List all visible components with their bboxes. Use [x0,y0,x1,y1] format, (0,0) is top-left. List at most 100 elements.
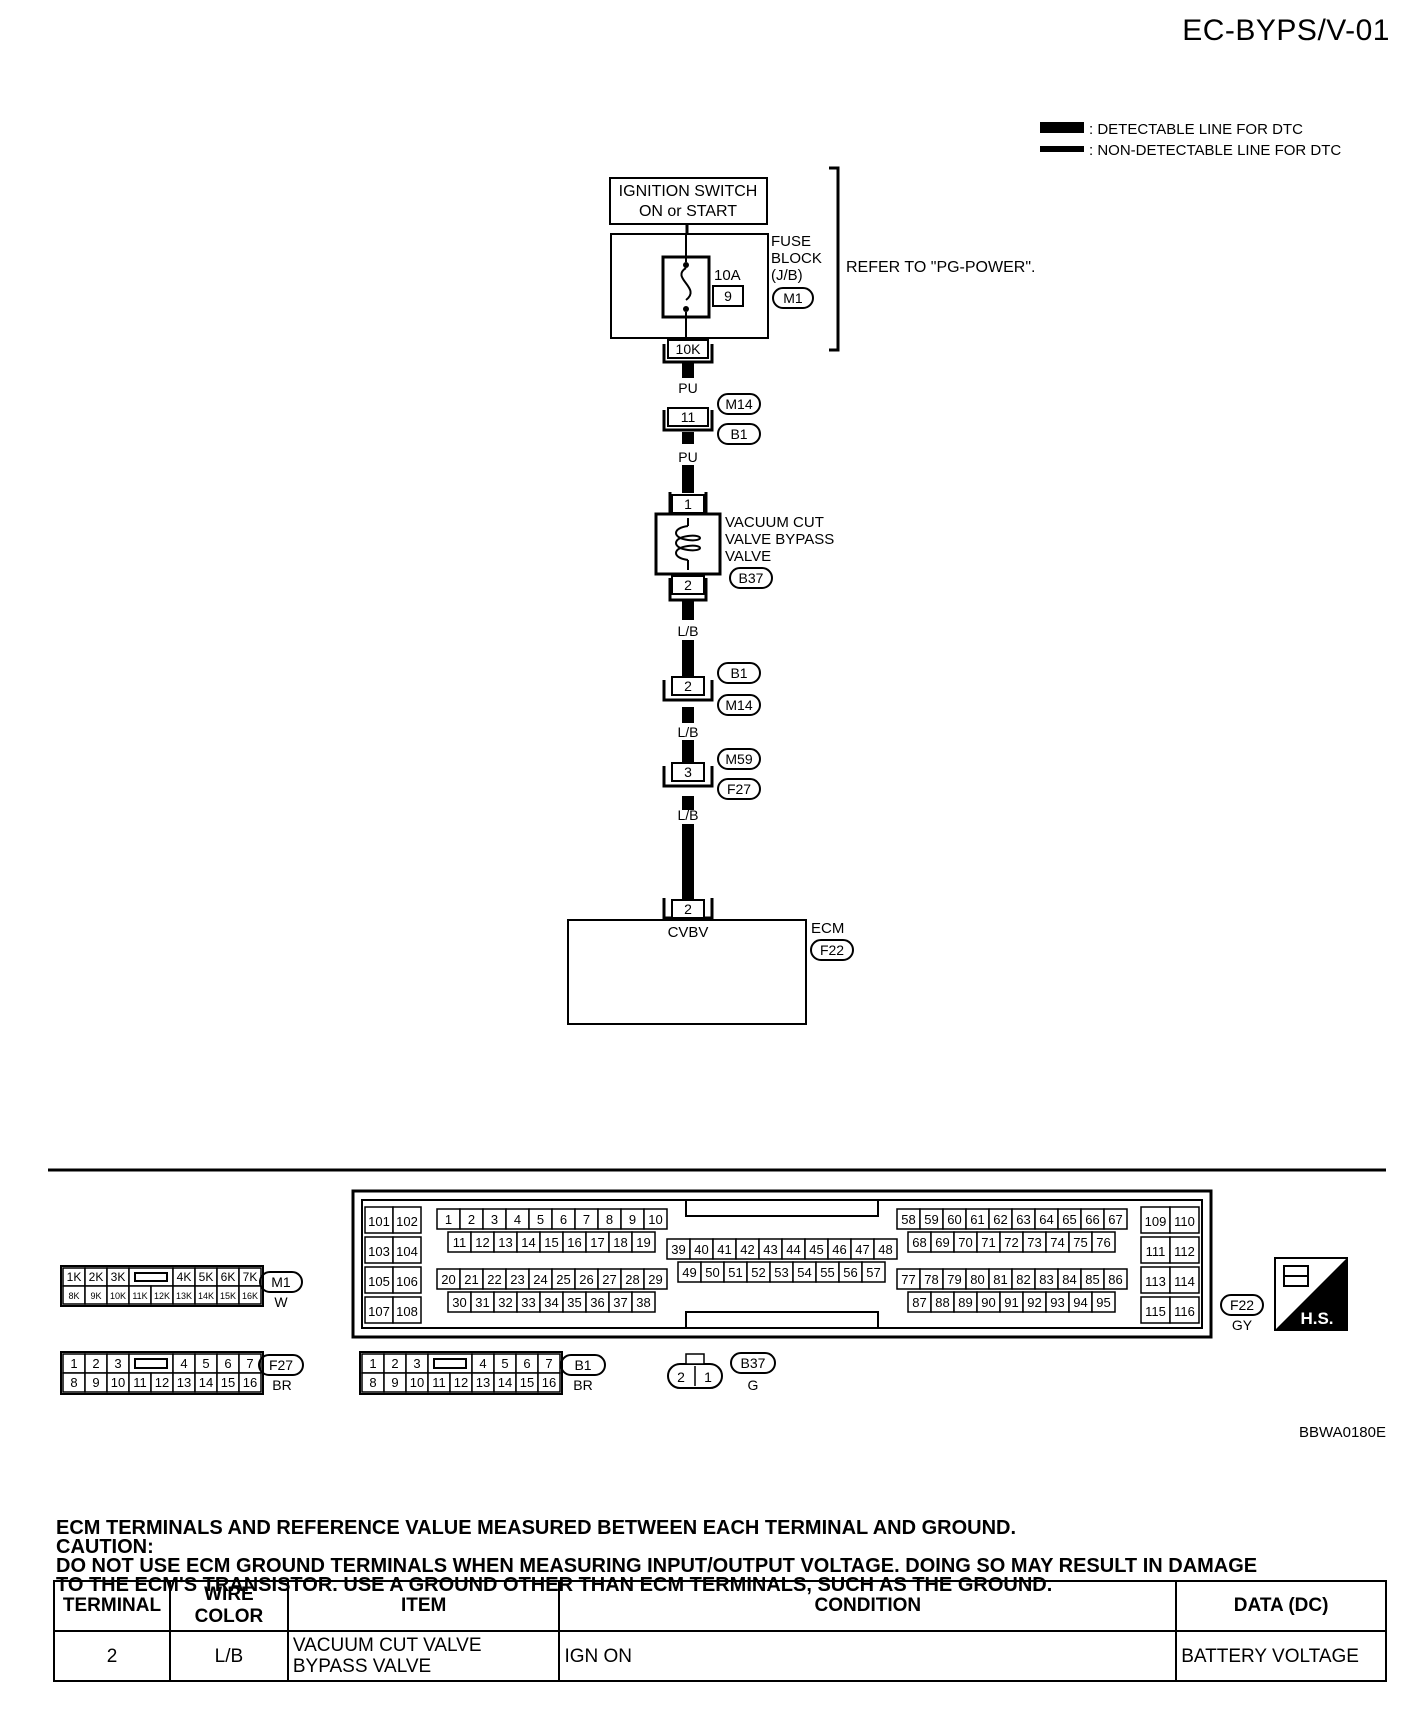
pin-label: 16 [567,1235,581,1250]
pin-cell [1091,1291,1116,1313]
pin-cell [238,1285,262,1305]
vacuum-cut-valve-bypass-valve: 1 2 VACUUM CUT VALVE BYPASS VALVE B37 [654,492,834,602]
connector-tag-b37-face [730,1352,776,1374]
pin-label: 103 [368,1244,390,1259]
connector-tag-m14-text: M14 [725,396,752,412]
pin-label: 108 [396,1304,418,1319]
connector-tag-m14-lower-text: M14 [725,697,752,713]
pin-label: 10K [110,1291,126,1301]
pin-label: 80 [970,1272,984,1287]
cell-item-line2: BYPASS VALVE [292,1656,432,1677]
pin-label: 5 [537,1212,544,1227]
pin-label: 89 [958,1295,972,1310]
connector-tag-f27-text: F27 [727,781,751,797]
pin-label: 5K [199,1270,214,1284]
pin-cell [238,1372,262,1393]
connector-tag-m1-face-text: M1 [271,1274,291,1290]
pin-label: 32 [498,1295,512,1310]
pin-label: 6 [224,1356,231,1371]
pin-label: 15K [220,1291,236,1301]
pin-label: 70 [958,1235,972,1250]
pin-label: 116 [1174,1304,1195,1319]
pin-label: 88 [935,1295,949,1310]
pin-label: 47 [855,1242,869,1257]
pin-label: 42 [740,1242,754,1257]
pin-label: 2 [92,1356,99,1371]
ecm-label: ECM [811,920,844,937]
pin-label: 33 [521,1295,535,1310]
pin-label: 9 [92,1375,99,1390]
pin-label: 29 [648,1272,662,1287]
pin-label: 34 [544,1295,558,1310]
pin-label: 22 [487,1272,501,1287]
pin-cell [1169,1206,1200,1234]
notes-line2: CAUTION: [56,1536,154,1558]
pin-label: 67 [1108,1212,1122,1227]
pin-label: 87 [912,1295,926,1310]
pin-cell [1169,1266,1200,1294]
pin-label: 17 [590,1235,604,1250]
valve-pin-out: 2 [684,577,692,593]
pin-label: 31 [475,1295,489,1310]
pin-label: 11 [453,1235,467,1250]
connector-tag-b37-face-text: B37 [741,1355,766,1371]
pin-cell [1103,1208,1128,1230]
pin-label: 12K [154,1291,170,1301]
connector-color-b37: G [748,1377,759,1393]
pin-label: 86 [1108,1272,1122,1287]
joint-11-terminal: 11 [681,409,696,425]
pin-cell [1140,1266,1171,1294]
connector-tag-b37-text: B37 [739,570,764,586]
ignition-switch: IGNITION SWITCH ON or START [609,177,768,225]
pin-label: 84 [1062,1272,1076,1287]
cell-item-line1: VACUUM CUT VALVE [292,1635,482,1656]
pin-label: 23 [510,1272,524,1287]
pin-label: 91 [1004,1295,1018,1310]
pin-cell [631,1231,656,1253]
pin-label: 7 [583,1212,590,1227]
pin-label: 102 [396,1214,418,1229]
connector-color-b1: BR [573,1377,592,1393]
pin-label: 19 [636,1235,650,1250]
joint-connector-2: 2 B1 M14 [662,662,761,716]
pin-label: 62 [993,1212,1007,1227]
pin-label: 40 [694,1242,708,1257]
pin-cell [1140,1236,1171,1264]
terminal-reference-table: TERMINAL WIRE COLOR ITEM CONDITION DATA … [53,1580,1387,1682]
pin-label: 73 [1027,1235,1041,1250]
connector-tag-m1 [772,287,814,309]
pin-label: 61 [970,1212,984,1227]
pin-label: 10 [111,1375,125,1390]
fuse-block-label2: BLOCK [771,250,822,267]
valve-label1: VACUUM CUT [725,514,824,531]
pin-label: 113 [1145,1274,1166,1289]
pin-label: 65 [1062,1212,1076,1227]
connector-tag-m59 [717,748,761,770]
connector-tag-b1-text: B1 [730,426,747,442]
table-header-row: TERMINAL WIRE COLOR ITEM CONDITION DATA … [53,1580,1387,1632]
pin-label: 78 [924,1272,938,1287]
fuse-terminal: 10K [676,341,702,357]
joint-3-terminal: 3 [684,764,692,780]
header-wire-color: WIRE COLOR [168,1580,289,1632]
pin-label: 45 [809,1242,823,1257]
connector-tag-b1-face [560,1354,606,1376]
connector-tag-b1-face-text: B1 [574,1357,591,1373]
ignition-line2: ON or START [639,203,737,220]
pin-label: 53 [774,1265,788,1280]
legend-detectable-swatch [1040,122,1084,133]
wire-color-lb-1: L/B [677,623,698,639]
pin-label: 13K [176,1291,192,1301]
pin-label: 4 [479,1356,486,1371]
connector-tag-m59-text: M59 [725,751,752,767]
wire-color-pu-2: PU [678,449,697,465]
valve-pin-in: 1 [684,496,692,512]
connector-outline [359,1351,563,1395]
connector-tag-m1-face [259,1271,303,1293]
pin-label: 14 [498,1375,512,1390]
pin-label: 51 [728,1265,742,1280]
pin-label: 101 [368,1214,390,1229]
